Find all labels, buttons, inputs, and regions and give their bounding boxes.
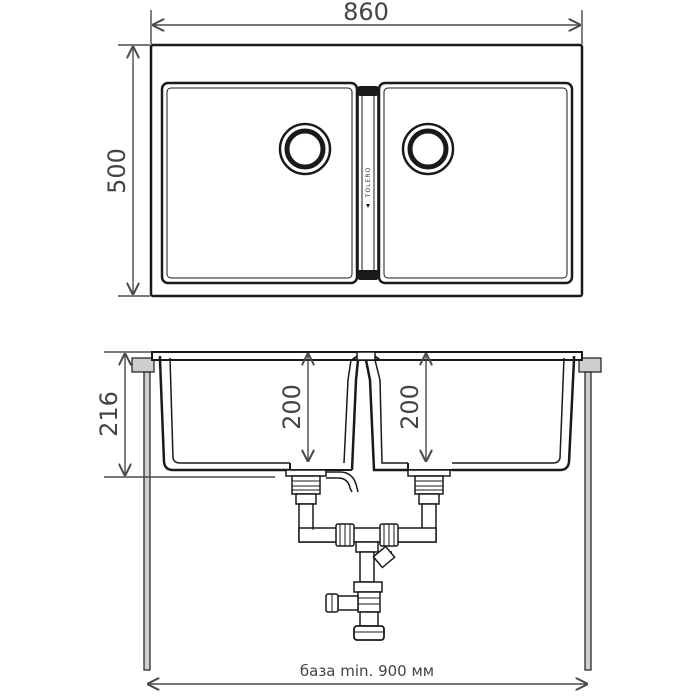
sink-outer-outline [149, 43, 584, 298]
depth-dimension: 500 [103, 44, 150, 297]
base-min-value: база min. 900 мм [300, 662, 434, 680]
left-bowl-section [158, 354, 368, 472]
base-min-dimension: база min. 900 мм [147, 662, 588, 684]
top-view: TOLERO [149, 43, 584, 298]
left-drain-hole [278, 122, 332, 176]
overall-height-dimension: 216 [95, 351, 275, 478]
left-bowl-outline [160, 81, 359, 285]
right-bowl-outline [377, 81, 574, 285]
width-dimension: 860 [150, 0, 583, 44]
right-bowl-depth-value: 200 [396, 384, 424, 430]
right-drain-hole [401, 122, 455, 176]
right-drain-fitting [407, 463, 452, 505]
side-view [131, 351, 602, 671]
right-bowl-section [364, 356, 576, 472]
brand-logo: TOLERO [365, 167, 372, 198]
countertop-left [131, 357, 155, 373]
right-bowl-depth-dimension: 200 [396, 353, 426, 462]
width-value: 860 [343, 0, 389, 26]
left-bowl-depth-value: 200 [278, 384, 306, 430]
left-bowl-depth-dimension: 200 [278, 353, 308, 462]
depth-value: 500 [103, 148, 131, 194]
brand-logo-text: TOLERO [365, 167, 372, 198]
overall-height-value: 216 [95, 391, 123, 437]
left-drain-fitting [285, 463, 359, 505]
siphon-assembly [298, 503, 437, 641]
